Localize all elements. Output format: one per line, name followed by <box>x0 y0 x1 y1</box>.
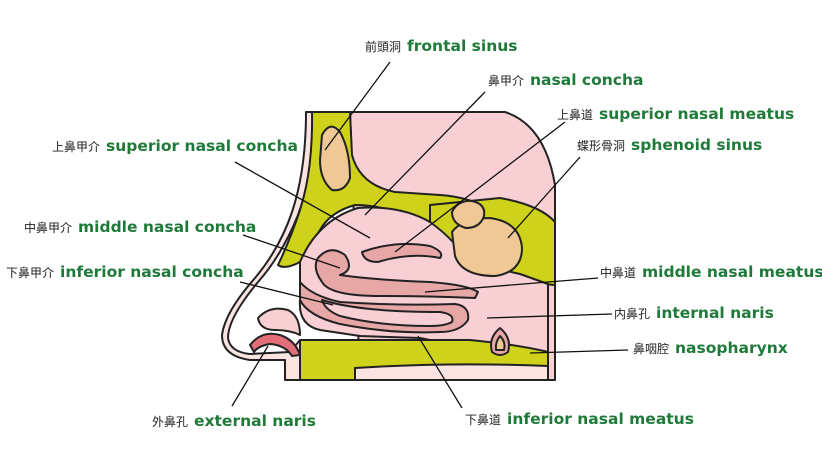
label-inferior-nasal-concha-en: inferior nasal concha <box>60 263 244 281</box>
leader-frontal-sinus <box>324 61 391 151</box>
nasopharynx-inner <box>494 335 506 351</box>
leader-middle-nasal-meatus <box>424 277 599 293</box>
label-internal-naris-jp: 内鼻孔 <box>614 306 650 321</box>
label-layer: 前頭洞 frontal sinus 鼻甲介 nasal concha 上鼻道 superi… <box>6 37 822 430</box>
label-middle-nasal-meatus: 中鼻道 middle nasal meatus <box>600 263 822 281</box>
label-middle-nasal-meatus-jp: 中鼻道 <box>600 265 636 280</box>
label-superior-nasal-meatus: 上鼻道 superior nasal meatus <box>557 105 794 123</box>
label-superior-nasal-concha-jp: 上鼻甲介 <box>52 139 100 154</box>
label-frontal-sinus-jp: 前頭洞 <box>365 39 401 54</box>
label-external-naris-jp: 外鼻孔 <box>152 414 188 429</box>
label-superior-nasal-meatus-en: superior nasal meatus <box>599 105 794 123</box>
leader-superior-nasal-concha <box>234 161 371 239</box>
label-frontal-sinus: 前頭洞 frontal sinus <box>365 37 518 55</box>
label-superior-nasal-concha: 上鼻甲介 superior nasal concha <box>52 137 298 155</box>
label-inferior-nasal-meatus: 下鼻道 inferior nasal meatus <box>465 410 694 428</box>
inferior-concha-inner <box>321 299 454 327</box>
label-nasopharynx-en: nasopharynx <box>675 339 788 357</box>
leader-nasal-concha <box>364 91 486 216</box>
nose-skin <box>221 111 314 381</box>
nostril-shape <box>249 332 301 357</box>
palate-tissue <box>354 363 549 381</box>
frontal-sinus-shape <box>319 125 351 192</box>
label-inferior-nasal-concha-jp: 下鼻甲介 <box>6 265 54 280</box>
label-superior-nasal-concha-en: superior nasal concha <box>106 137 298 155</box>
label-inferior-nasal-meatus-jp: 下鼻道 <box>465 412 501 427</box>
label-sphenoid-sinus-en: sphenoid sinus <box>631 136 762 154</box>
label-nasopharynx: 鼻咽腔 nasopharynx <box>633 339 788 357</box>
nostril-opening <box>257 307 301 336</box>
label-sphenoid-sinus: 蝶形骨洞 sphenoid sinus <box>577 136 762 154</box>
leader-sphenoid-sinus <box>507 156 581 239</box>
label-middle-nasal-concha-jp: 中鼻甲介 <box>24 220 72 235</box>
leader-external-naris <box>231 345 269 407</box>
label-superior-nasal-meatus-jp: 上鼻道 <box>557 107 593 122</box>
label-external-naris: 外鼻孔 external naris <box>152 412 316 430</box>
label-external-naris-en: external naris <box>194 412 316 430</box>
label-nasopharynx-jp: 鼻咽腔 <box>633 341 669 356</box>
middle-concha-shape <box>314 249 479 299</box>
label-middle-nasal-concha-en: middle nasal concha <box>78 218 256 236</box>
leader-superior-nasal-meatus <box>394 121 566 253</box>
label-middle-nasal-concha: 中鼻甲介 middle nasal concha <box>24 218 256 236</box>
leader-lines <box>231 61 629 409</box>
label-internal-naris-en: internal naris <box>656 304 774 322</box>
label-frontal-sinus-en: frontal sinus <box>407 37 517 55</box>
leader-middle-nasal-concha <box>242 234 341 269</box>
leader-nasopharynx <box>529 349 629 354</box>
sphenoid-sinus-small <box>451 199 486 229</box>
label-inferior-nasal-meatus-en: inferior nasal meatus <box>507 410 694 428</box>
label-internal-naris: 内鼻孔 internal naris <box>614 304 774 322</box>
label-nasal-concha-jp: 鼻甲介 <box>488 73 524 88</box>
label-nasal-concha-en: nasal concha <box>530 71 643 89</box>
label-sphenoid-sinus-jp: 蝶形骨洞 <box>577 138 625 153</box>
leader-inferior-nasal-meatus <box>417 335 463 409</box>
label-middle-nasal-meatus-en: middle nasal meatus <box>642 263 822 281</box>
leader-inferior-nasal-concha <box>239 281 334 306</box>
label-nasal-concha: 鼻甲介 nasal concha <box>488 71 643 89</box>
leader-internal-naris <box>486 313 613 319</box>
label-inferior-nasal-concha: 下鼻甲介 inferior nasal concha <box>6 263 244 281</box>
